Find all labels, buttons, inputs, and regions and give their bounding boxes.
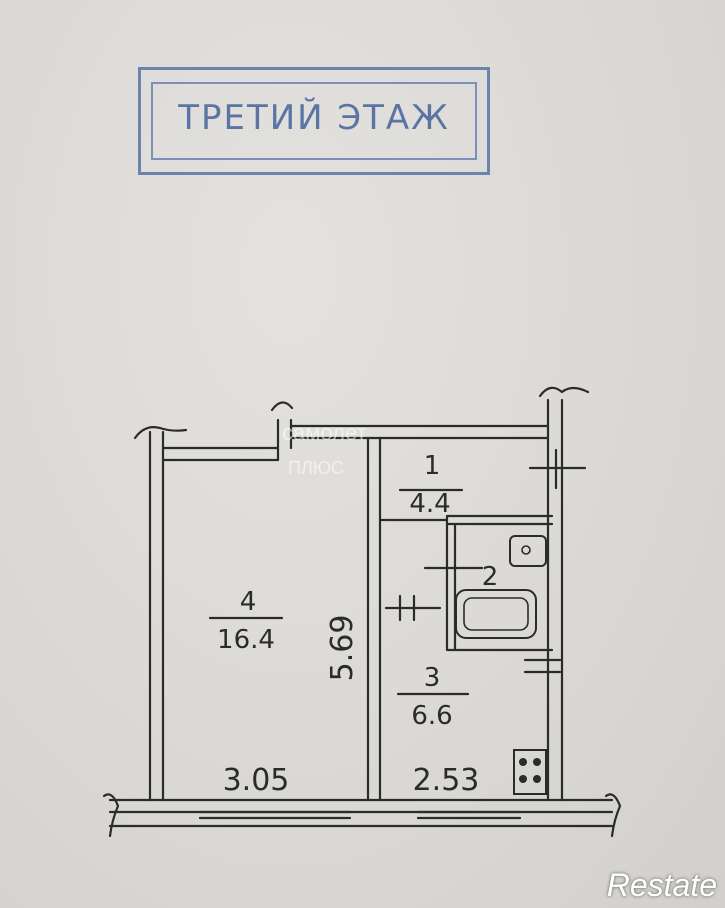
floor-stamp: ТРЕТИЙ ЭТАЖ xyxy=(138,67,490,175)
room1-area: 4.4 xyxy=(409,489,450,519)
watermark-line1: самолет xyxy=(282,420,367,445)
bottom-wall xyxy=(108,798,614,828)
jog-break-mark xyxy=(270,401,294,412)
sink-drain xyxy=(521,545,531,555)
right-wall xyxy=(546,398,564,802)
bathroom-walls xyxy=(445,514,554,652)
watermark-line2: ПЛЮС xyxy=(288,458,344,478)
stove-icon xyxy=(513,749,547,795)
bottom-right-break-mark xyxy=(604,793,622,838)
wall-jog xyxy=(276,418,293,462)
floor-stamp-text: ТРЕТИЙ ЭТАЖ xyxy=(178,98,450,138)
sink-icon xyxy=(509,535,547,567)
stove-burner xyxy=(519,758,527,766)
room4-area: 16.4 xyxy=(217,625,275,655)
door-mark xyxy=(384,594,442,622)
restate-logo: Restate xyxy=(606,867,717,903)
left-wall-break-mark xyxy=(133,426,188,440)
partition-wall xyxy=(366,436,382,802)
windows xyxy=(198,810,522,820)
stove-burner xyxy=(519,775,527,783)
room1-number: 1 xyxy=(424,451,441,481)
room3-width-dimension: 2.53 xyxy=(413,763,480,798)
bathtub-icon xyxy=(455,589,537,639)
room4-top-wall xyxy=(161,446,280,462)
stove-burner xyxy=(533,758,541,766)
vent-mark xyxy=(528,448,587,490)
room3-area: 6.6 xyxy=(411,701,452,731)
room4-number: 4 xyxy=(240,587,257,617)
pipe-mark xyxy=(523,658,562,674)
room2-number: 2 xyxy=(482,562,499,592)
right-wall-break-mark xyxy=(538,386,590,398)
room3-number: 3 xyxy=(424,663,441,693)
length-dimension: 5.69 xyxy=(325,615,360,682)
left-wall xyxy=(148,430,165,802)
bottom-left-break-mark xyxy=(102,793,120,838)
room4-width-dimension: 3.05 xyxy=(223,763,290,798)
top-wall xyxy=(289,424,550,440)
floor-stamp-inner-border xyxy=(151,82,477,160)
bathtub-inner xyxy=(463,597,529,631)
stove-burner xyxy=(533,775,541,783)
walls xyxy=(102,386,622,838)
